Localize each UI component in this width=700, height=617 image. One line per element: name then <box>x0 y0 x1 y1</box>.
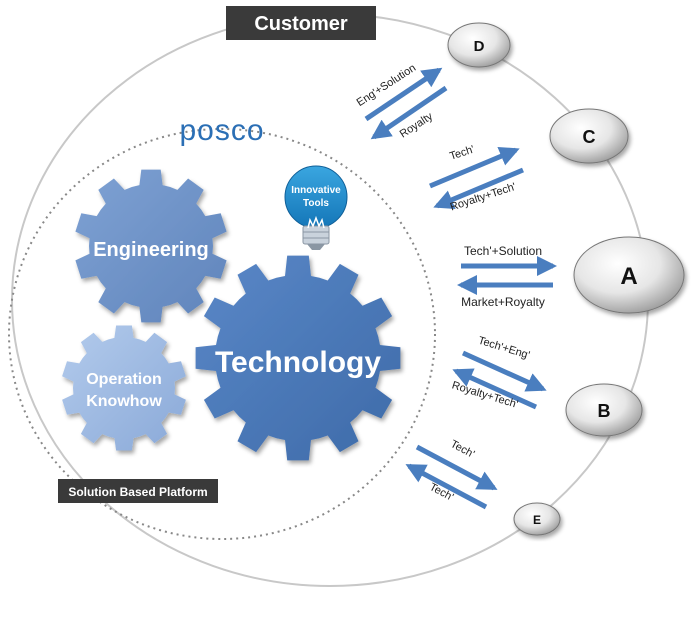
b-to-customer-label: Tech'+Eng' <box>477 335 532 362</box>
engineering-gear-label: Engineering <box>93 239 209 261</box>
technology-gear-label: Technology <box>215 346 381 379</box>
operation-gear-label-line2: Knowhow <box>86 393 162 410</box>
d-arrow-to-posco <box>370 85 448 140</box>
operation-gear-label-line1: Operation <box>86 371 162 388</box>
platform-label-box: Solution Based Platform <box>58 479 218 503</box>
innovative-tools-label-line2: Tools <box>303 198 329 209</box>
e-to-posco-label: Tech' <box>427 481 455 503</box>
b-arrow-to-customer <box>461 350 547 392</box>
customer-c-label: C <box>583 127 596 147</box>
b-arrow-to-posco <box>452 368 538 410</box>
customer-e-label: E <box>533 513 541 527</box>
c-arrow-to-posco <box>433 167 524 210</box>
a-to-customer-label: Tech'+Solution <box>464 244 542 258</box>
c-to-customer-label: Tech' <box>448 144 476 163</box>
d-to-customer-label: Eng'+Solution <box>355 62 418 109</box>
customer-d-disc <box>447 22 511 68</box>
e-arrow-to-customer <box>415 444 498 491</box>
customer-a-disc <box>573 236 685 314</box>
customer-title-box: Customer <box>226 6 376 40</box>
platform-label: Solution Based Platform <box>68 485 207 499</box>
innovative-tools-label-line1: Innovative <box>291 185 341 196</box>
d-arrow-to-customer <box>364 67 443 122</box>
customer-title: Customer <box>254 13 348 35</box>
customer-d-label: D <box>474 38 485 55</box>
engineering-gear <box>75 169 227 323</box>
posco-logo: posco <box>179 114 264 147</box>
e-arrow-to-posco <box>405 463 488 510</box>
customer-b-label: B <box>598 401 611 421</box>
customer-b-disc <box>565 383 643 437</box>
lightbulb-icon <box>284 165 348 250</box>
customer-c-disc <box>549 108 629 164</box>
operation-knowhow-gear <box>62 325 186 451</box>
e-to-customer-label: Tech' <box>448 438 476 460</box>
customer-e-disc <box>513 502 561 536</box>
technology-gear <box>195 255 401 461</box>
c-arrow-to-customer <box>429 146 520 189</box>
a-to-posco-label: Market+Royalty <box>461 295 545 309</box>
posco-platform-circle <box>8 128 436 540</box>
customer-a-label: A <box>620 263 637 290</box>
